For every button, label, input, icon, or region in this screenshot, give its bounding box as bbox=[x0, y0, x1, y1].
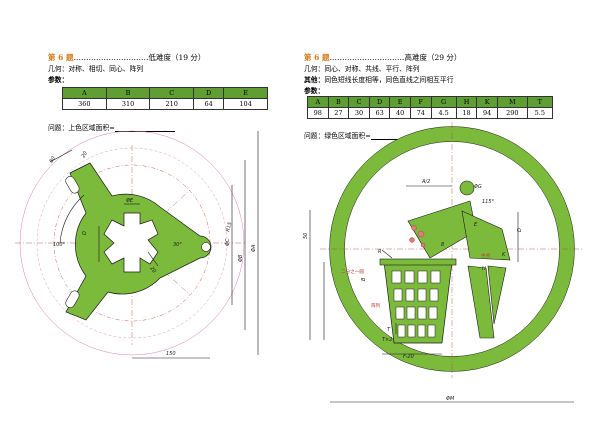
left-params-label: 参数： bbox=[48, 76, 69, 84]
dim-label-150: 150 bbox=[166, 351, 176, 357]
trash-dot bbox=[420, 242, 426, 248]
lug-hole bbox=[201, 242, 211, 252]
dim-label-R15: R15 bbox=[225, 221, 233, 232]
dim-arc-100 bbox=[59, 194, 85, 244]
left-param-header: E bbox=[223, 87, 268, 99]
dim-label-M: ΦM bbox=[446, 396, 455, 402]
left-title-difficulty: …………………………低难度（19 分） bbox=[73, 53, 206, 62]
trash-dot bbox=[409, 237, 415, 243]
right-drawing bbox=[309, 122, 584, 403]
right-params-table: A B C D E F G H K M T 98 27 30 63 40 74 … bbox=[307, 96, 554, 119]
dim-label-G: ΦG bbox=[474, 184, 482, 190]
dim-label-C: ΦC bbox=[225, 238, 231, 246]
dim-label-8: 8 bbox=[441, 242, 444, 248]
dim-label-E: E bbox=[474, 222, 478, 228]
left-drawing bbox=[15, 130, 259, 359]
right-other-label: 其他： bbox=[304, 76, 325, 84]
left-param-value: 310 bbox=[105, 98, 151, 110]
person-leg-back bbox=[487, 265, 507, 325]
label-half-circle: 二分之一圆 bbox=[341, 268, 364, 275]
left-dim-labels: 80 20 ΦE 100° D 20 30° R15 ΦB ΦC ΦA 150 bbox=[49, 150, 257, 357]
dim-label-D: D bbox=[82, 231, 88, 235]
right-other-text: 同色短线长度相等，同色直线之间相互平行 bbox=[324, 76, 454, 84]
left-param-value: 360 bbox=[62, 98, 107, 110]
right-params-label: 参数： bbox=[304, 87, 325, 95]
dim-label-100: 100° bbox=[53, 242, 66, 248]
right-other-line: 其他：同色短线长度相等，同色直线之间相互平行 bbox=[304, 74, 454, 84]
trash-dot bbox=[417, 230, 425, 238]
dim-label-F20: F-20 bbox=[403, 354, 414, 360]
trash-dot bbox=[411, 225, 417, 231]
dim-label-R: R bbox=[378, 249, 381, 255]
dim-label-A: ΦA bbox=[251, 244, 257, 252]
right-params-header-row: A B C D E F G H K M T bbox=[307, 96, 554, 108]
left-param-value: 64 bbox=[193, 98, 225, 110]
right-param-value: 5.5 bbox=[526, 107, 554, 119]
dim-line-R bbox=[381, 249, 393, 259]
left-title-number: 第 6 题 bbox=[48, 53, 74, 62]
left-param-value: 104 bbox=[223, 98, 268, 110]
right-question-text: 问题：绿色区域面积= bbox=[304, 132, 371, 140]
person-torso bbox=[461, 210, 511, 261]
dim-label-T: T bbox=[387, 327, 391, 333]
right-param-value: 4.5 bbox=[430, 107, 457, 119]
right-dim-labels: A/2 ΦG 115° D E K H 8 R B T T×2 F-20 ΦM … bbox=[303, 179, 523, 402]
left-params-value-row: 360 310 210 64 104 bbox=[62, 98, 268, 110]
dim-line-20 bbox=[147, 251, 159, 267]
left-title: 第 6 题…………………………低难度（19 分） bbox=[48, 52, 205, 63]
dim-label-H: H bbox=[482, 266, 486, 272]
dim-label-A2: A/2 bbox=[421, 179, 430, 185]
left-geometry-line: 几何：对称、相切、同心、阵列 bbox=[48, 65, 144, 73]
right-param-value: 290 bbox=[496, 107, 528, 119]
right-param-header: G bbox=[430, 96, 457, 108]
person-leg-front bbox=[467, 265, 495, 339]
lower-slot bbox=[65, 290, 80, 308]
label-midpoint: 中点 bbox=[481, 252, 491, 259]
left-params-table: A B C D E 360 310 210 64 104 bbox=[62, 87, 268, 110]
dim-label-20b: 20 bbox=[148, 266, 157, 275]
dim-label-50: 50 bbox=[303, 233, 309, 239]
person-head bbox=[459, 180, 475, 196]
dim-label-20: 20 bbox=[81, 150, 89, 159]
dim-line-80 bbox=[49, 149, 73, 163]
dim-label-T2: T×2 bbox=[382, 337, 392, 343]
right-title-difficulty: …………………………高难度（29 分） bbox=[329, 53, 462, 62]
label-array: 阵列 bbox=[371, 302, 381, 309]
right-params-value-row: 98 27 30 63 40 74 4.5 18 94 290 5.5 bbox=[307, 107, 554, 119]
dim-label-D: D bbox=[517, 228, 523, 232]
dim-label-80: 80 bbox=[49, 155, 57, 164]
dim-label-30: 30° bbox=[173, 242, 182, 248]
dim-label-K: K bbox=[502, 252, 506, 258]
dim-label-B: ΦB bbox=[238, 254, 244, 262]
dim-label-B: B bbox=[361, 277, 367, 281]
dim-label-115: 115° bbox=[482, 199, 495, 205]
left-question-text: 问题：上色区域面积= bbox=[48, 124, 115, 132]
bin-window-grid bbox=[391, 270, 441, 338]
upper-slot bbox=[65, 176, 80, 194]
right-geometry-line: 几何：同心、对称、共线、平行、阵列 bbox=[304, 65, 420, 73]
right-title: 第 6 题…………………………高难度（29 分） bbox=[304, 52, 461, 63]
spline-hole bbox=[103, 212, 159, 273]
bin-rim bbox=[379, 258, 457, 266]
dim-label-E: ΦE bbox=[126, 198, 134, 204]
right-title-number: 第 6 题 bbox=[304, 53, 330, 62]
